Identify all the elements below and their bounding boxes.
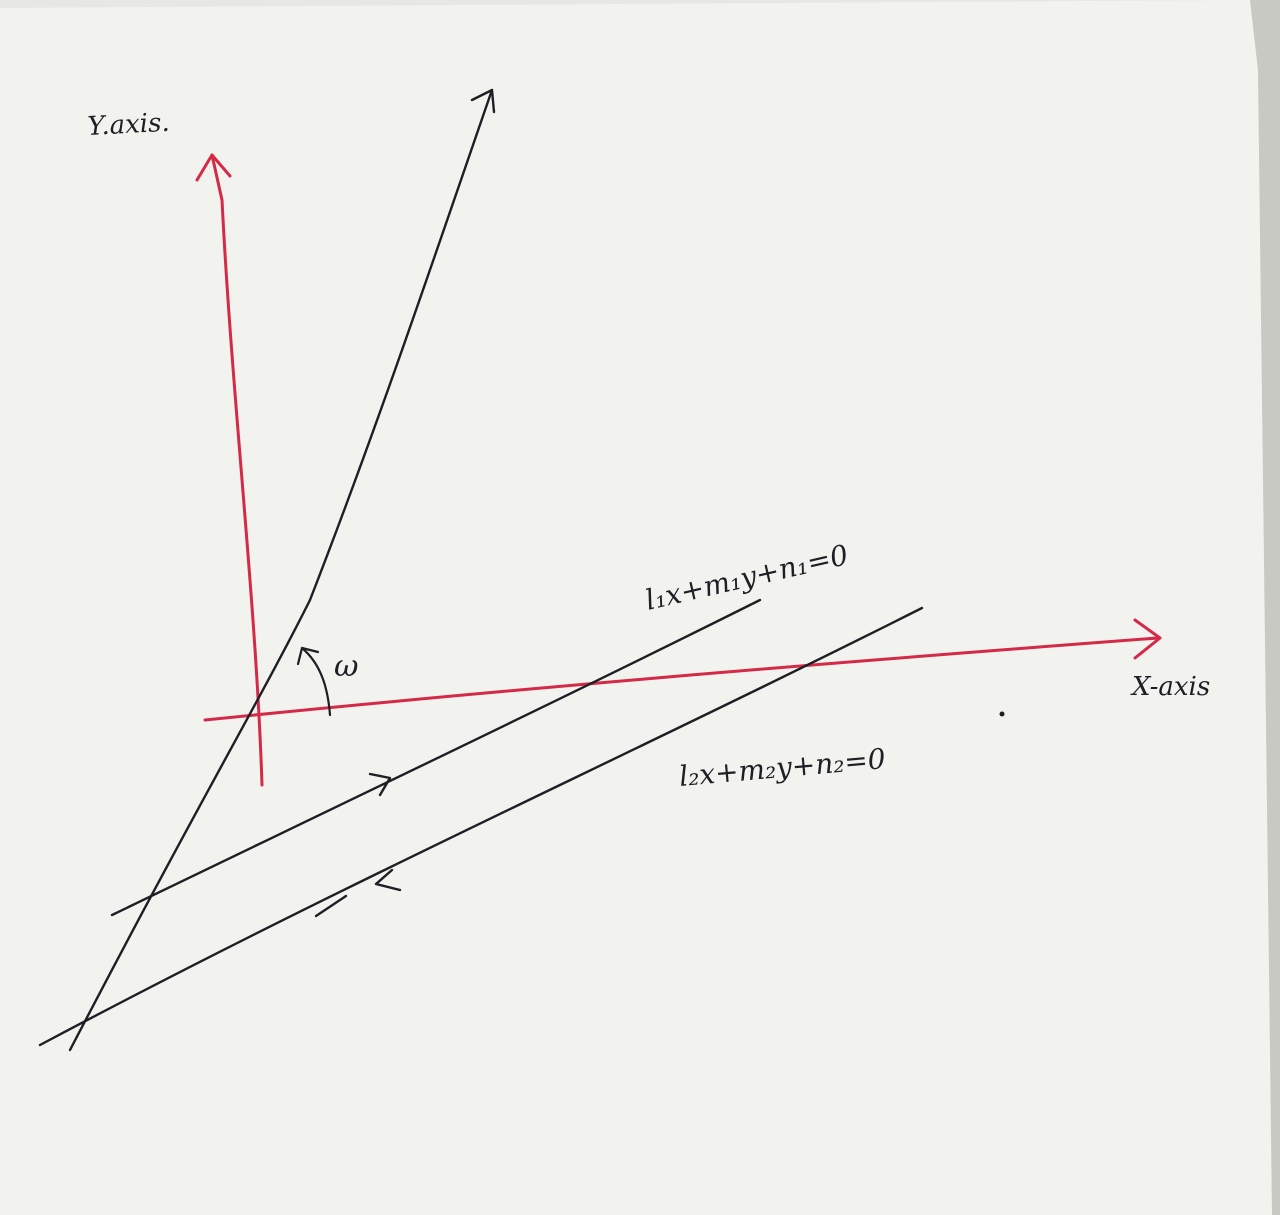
- angle-arc: [300, 646, 332, 717]
- angle-arc-arrowhead: [296, 646, 320, 666]
- x-axis: [203, 618, 1162, 722]
- trailing-dot: [999, 711, 1005, 717]
- y-axis-label: Y.axis.: [87, 108, 171, 142]
- angle-omega-label: ω: [334, 649, 358, 684]
- transversal-stroke: [68, 88, 494, 1052]
- x-axis-line: [203, 636, 1160, 722]
- x-axis-arrowhead: [1133, 618, 1162, 660]
- line-1-stroke: [110, 598, 762, 917]
- line-2-tick-mark: [314, 894, 348, 918]
- x-axis-label: X-axis: [1130, 672, 1210, 702]
- line-2: [38, 606, 924, 1047]
- paper-shadow-edge: [1250, 0, 1280, 1215]
- y-axis-line: [210, 153, 264, 787]
- line-2-direction-arrow: [374, 868, 402, 892]
- angle-marker: [296, 646, 332, 717]
- line-1: [110, 598, 762, 917]
- y-axis: [195, 153, 264, 787]
- transversal-line: [68, 88, 496, 1052]
- y-axis-arrowhead: [195, 153, 232, 182]
- line-2-stroke: [38, 606, 924, 1047]
- line-1-direction-arrow: [368, 772, 392, 797]
- transversal-arrowhead: [470, 88, 496, 114]
